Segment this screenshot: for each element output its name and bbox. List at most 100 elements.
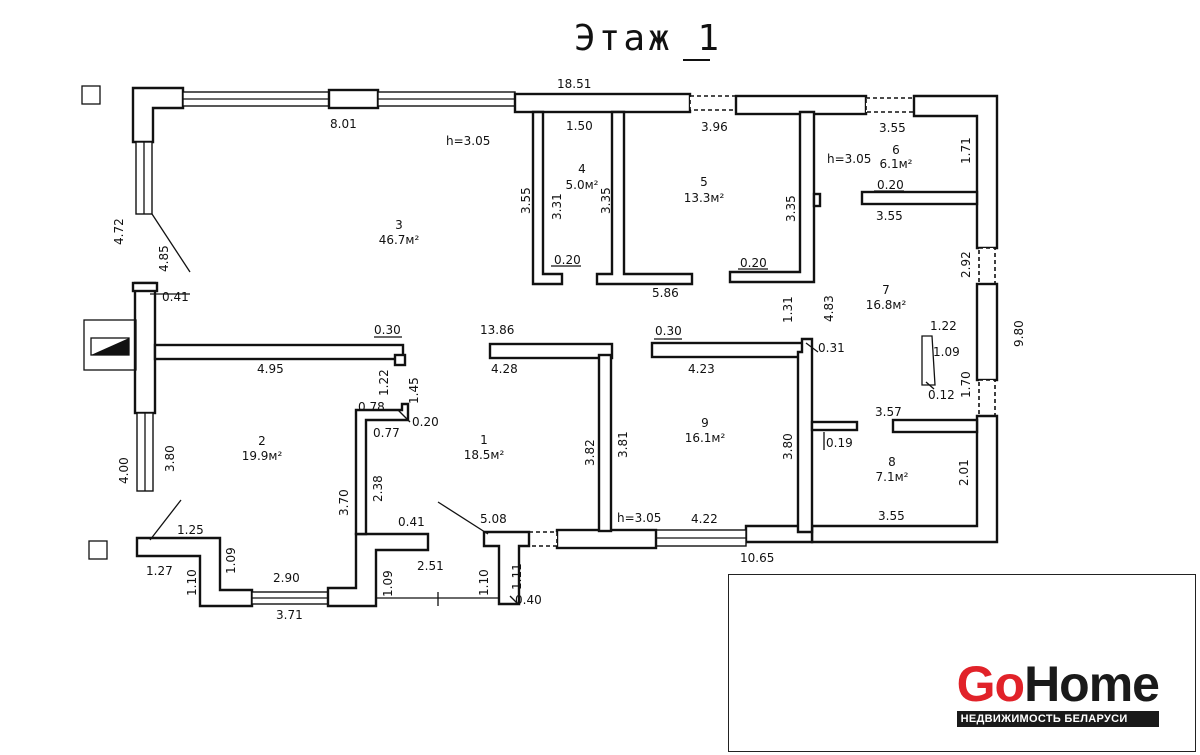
room-area: 7.1м² [876, 470, 909, 484]
logo-tagline: НЕДВИЖИМОСТЬ БЕЛАРУСИ [956, 711, 1159, 727]
dimension-label: 3.31 [550, 193, 564, 220]
dimension-label: 0.40 [515, 593, 542, 607]
dimension-line [149, 499, 182, 541]
dimension-label: 18.51 [557, 77, 591, 91]
room-number: 4 [578, 162, 586, 176]
dimension-label: 1.10 [185, 569, 199, 596]
dimension-label: 3.70 [337, 489, 351, 516]
dimension-label: 1.09 [381, 570, 395, 597]
room-number: 5 [700, 175, 708, 189]
dimension-line [397, 409, 411, 423]
logo-home-text: Home [1024, 656, 1160, 712]
dimension-label: 3.55 [519, 187, 533, 214]
room-area: 16.8м² [866, 298, 907, 312]
room-area: 16.1м² [685, 431, 726, 445]
dimension-line [805, 342, 819, 353]
dimension-label: 3.55 [879, 121, 906, 135]
logo-panel: GoHome НЕДВИЖИМОСТЬ БЕЛАРУСИ [728, 574, 1196, 752]
dimension-label: 4.23 [688, 362, 715, 376]
dimension-label: 5.08 [480, 512, 507, 526]
gohome-logo: GoHome НЕДВИЖИМОСТЬ БЕЛАРУСИ [956, 656, 1160, 727]
dimension-label: 1.11 [510, 563, 524, 590]
ceiling-height: h=3.05 [827, 152, 871, 166]
dimension-label: 1.71 [959, 137, 973, 164]
dimension-label: 4.83 [822, 295, 836, 322]
dimension-label: 3.55 [876, 209, 903, 223]
dimension-label: 0.12 [928, 388, 955, 402]
dimension-label: 1.09 [933, 345, 960, 359]
dimension-label: 4.28 [491, 362, 518, 376]
dimension-label: 9.80 [1012, 320, 1026, 347]
outer-walls [131, 86, 999, 608]
dimension-label: 3.55 [878, 509, 905, 523]
room-number: 9 [701, 416, 709, 430]
floor-title: Этаж 1 [574, 18, 722, 59]
dimension-label: 10.65 [740, 551, 774, 565]
dimension-label: 4.72 [112, 218, 126, 245]
dimension-label: 3.57 [875, 405, 902, 419]
room-labels: 3 46.7м² 4 5.0м² 5 13.3м² 6 6.1м² 7 16.8… [242, 143, 913, 484]
dimension-label: 0.20 [740, 256, 767, 270]
room-number: 7 [882, 283, 890, 297]
room-area: 5.0м² [566, 178, 599, 192]
dimension-label: 0.41 [398, 515, 425, 529]
dimension-label: 0.41 [162, 290, 189, 304]
dimension-label: 0.19 [826, 436, 853, 450]
dimension-label: 0.20 [554, 253, 581, 267]
dimension-label: 1.27 [146, 564, 173, 578]
logo-wordmark: GoHome [956, 656, 1160, 712]
room-number: 2 [258, 434, 266, 448]
dimension-labels: 18.51 8.01 1.50 3.96 3.55 4.72 4.85 3.55… [112, 77, 1026, 622]
room-number: 3 [395, 218, 403, 232]
dimension-label: 5.86 [652, 286, 679, 300]
dimension-label: 1.22 [377, 369, 391, 396]
dimension-label: 0.30 [655, 324, 682, 338]
room-number: 6 [892, 143, 900, 157]
corner-marker [88, 540, 108, 560]
dimension-line [151, 213, 191, 273]
dimension-label: 2.01 [957, 459, 971, 486]
ceiling-height: h=3.05 [446, 134, 490, 148]
dimension-label: 4.22 [691, 512, 718, 526]
dimension-label: 1.70 [959, 371, 973, 398]
dimension-label: 3.82 [583, 439, 597, 466]
dimension-label: 3.81 [616, 431, 630, 458]
dimension-label: 0.30 [374, 323, 401, 337]
ceiling-height: h=3.05 [617, 511, 661, 525]
dimension-label: 2.90 [273, 571, 300, 585]
room-area: 18.5м² [464, 448, 505, 462]
room-number: 8 [888, 455, 896, 469]
dimension-label: 3.35 [784, 195, 798, 222]
dimension-label: 0.20 [877, 178, 904, 192]
dimension-label: 4.00 [117, 457, 131, 484]
room-number: 1 [480, 433, 488, 447]
room-area: 6.1м² [880, 157, 913, 171]
dimension-line [925, 381, 935, 390]
dimension-label: 3.80 [163, 445, 177, 472]
dimension-label: 4.95 [257, 362, 284, 376]
dimension-label: 1.25 [177, 523, 204, 537]
dimension-label: 1.45 [407, 377, 421, 404]
dimension-label: 2.92 [959, 251, 973, 278]
dimension-line [509, 595, 519, 605]
dimension-line [437, 501, 489, 535]
interior-walls [131, 110, 979, 536]
boiler-icon [83, 319, 137, 371]
dimension-label: 3.71 [276, 608, 303, 622]
dimension-label: 0.77 [373, 426, 400, 440]
room-area: 46.7м² [379, 233, 420, 247]
dimension-label: 1.31 [781, 296, 795, 323]
dimension-label: 3.96 [701, 120, 728, 134]
dimension-label: 0.78 [358, 400, 385, 414]
room-area: 19.9м² [242, 449, 283, 463]
dimension-label: 3.35 [599, 187, 613, 214]
dimension-label: 8.01 [330, 117, 357, 131]
dimension-label: 2.51 [417, 559, 444, 573]
dimension-label: 1.10 [477, 569, 491, 596]
dimension-label: 3.80 [781, 433, 795, 460]
dimension-label: 1.22 [930, 319, 957, 333]
dimension-label: 2.38 [371, 475, 385, 502]
logo-go-text: Go [956, 656, 1025, 712]
dimension-label: 0.31 [818, 341, 845, 355]
